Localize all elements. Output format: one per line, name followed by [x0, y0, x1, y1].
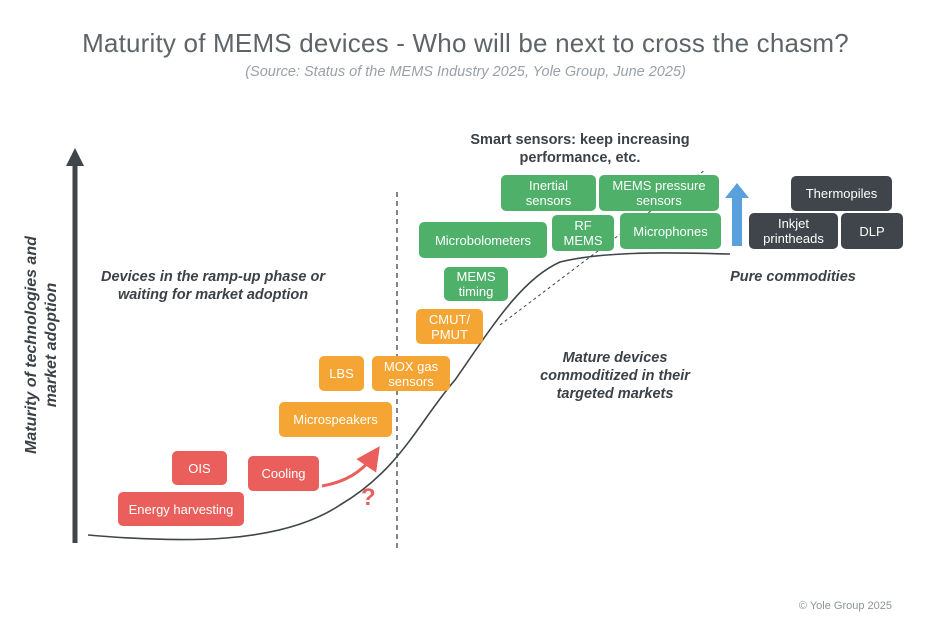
thermopiles-box: Thermopiles [791, 176, 892, 211]
mature-devices-caption: Mature devices commoditized in their tar… [540, 350, 690, 402]
crossing-arrow [321, 446, 380, 488]
mems-timing-box: MEMS timing [444, 267, 508, 301]
blue-up-arrow [725, 183, 749, 246]
lbs-box: LBS [319, 356, 364, 391]
cooling-box: Cooling [248, 456, 319, 491]
inertial-sensors-box: Inertial sensors [501, 175, 596, 211]
dlp-box: DLP [841, 213, 903, 249]
microphones-box: Microphones [620, 213, 721, 249]
ramp-up-caption: Devices in the ramp-up phase or waiting … [100, 269, 325, 303]
page-title: Maturity of MEMS devices - Who will be n… [82, 28, 849, 58]
microspeakers-box: Microspeakers [279, 402, 392, 437]
source-note: (Source: Status of the MEMS Industry 202… [245, 64, 686, 80]
pure-commodities-caption: Pure commodities [730, 269, 856, 285]
mox-gas-sensors-box: MOX gas sensors [372, 356, 450, 391]
y-axis-arrowhead [66, 148, 84, 166]
y-axis-label: Maturity of technologies and market adop… [23, 236, 60, 454]
cmut-pmut-box: CMUT/ PMUT [416, 309, 483, 344]
question-mark: ? [361, 484, 376, 511]
rf-mems-box: RF MEMS [552, 215, 614, 251]
copyright-note: © Yole Group 2025 [798, 600, 892, 612]
mems-pressure-sensors-box: MEMS pressure sensors [599, 175, 719, 211]
inkjet-printheads-box: Inkjet printheads [749, 213, 838, 249]
ois-box: OIS [172, 451, 227, 485]
smart-sensors-caption: Smart sensors: keep increasing performan… [470, 132, 690, 166]
microbolometers-box: Microbolometers [419, 222, 547, 258]
energy-harvesting-box: Energy harvesting [118, 492, 244, 526]
